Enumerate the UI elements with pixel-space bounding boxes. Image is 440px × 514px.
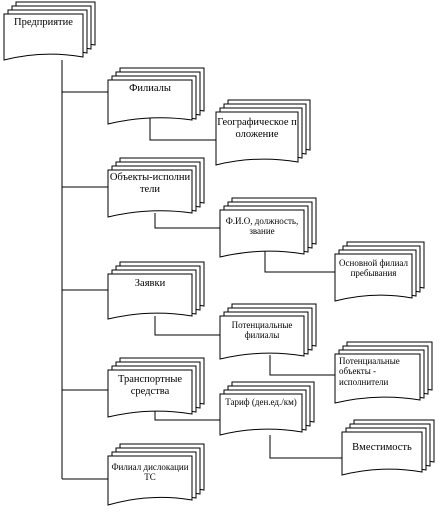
main-branch-label: Основной филиал пребывания <box>339 258 408 279</box>
vehicles-label: Транспортные средства <box>117 374 183 398</box>
potential-branches-label: Потенциальные филиалы <box>231 320 293 341</box>
dislocation-branch-node <box>107 443 205 506</box>
vehicles-node <box>107 357 205 418</box>
enterprise-node <box>3 1 96 61</box>
connector-tariff <box>154 410 220 421</box>
connector-main-branch <box>264 250 335 273</box>
geo-label: Географическое положение <box>217 117 297 141</box>
executors-label: Объекты-исполнители <box>109 172 191 196</box>
potential-executors-label: Потенциальные объекты - исполнители <box>339 356 400 387</box>
capacity-node <box>341 419 435 476</box>
tariff-label: Тариф (ден.ед./км) <box>225 397 297 407</box>
connector-fio <box>154 213 220 229</box>
enterprise-label: Предприятие <box>14 17 73 28</box>
main-branch-node <box>334 241 425 302</box>
branches-node <box>107 67 205 125</box>
requests-label: Заявки <box>134 278 166 289</box>
fio-label: Ф.И.О, должность, звание <box>225 216 299 237</box>
requests-node <box>107 261 205 320</box>
potential-executors-node <box>334 341 433 404</box>
capacity-label: Вместимость <box>352 442 412 453</box>
potential-branches-node <box>219 303 317 360</box>
connector-capacity <box>269 435 342 459</box>
connector-geo <box>149 118 218 141</box>
fio-node <box>219 197 317 258</box>
executors-node <box>107 157 205 218</box>
dislocation-branch-label: Филиал дислокации ТС <box>111 462 189 483</box>
geo-node <box>215 99 311 166</box>
connector-potential-executors <box>269 355 335 376</box>
connector-potential-branches <box>154 316 220 336</box>
branches-label: Филиалы <box>129 83 171 94</box>
tariff-node <box>219 381 315 436</box>
